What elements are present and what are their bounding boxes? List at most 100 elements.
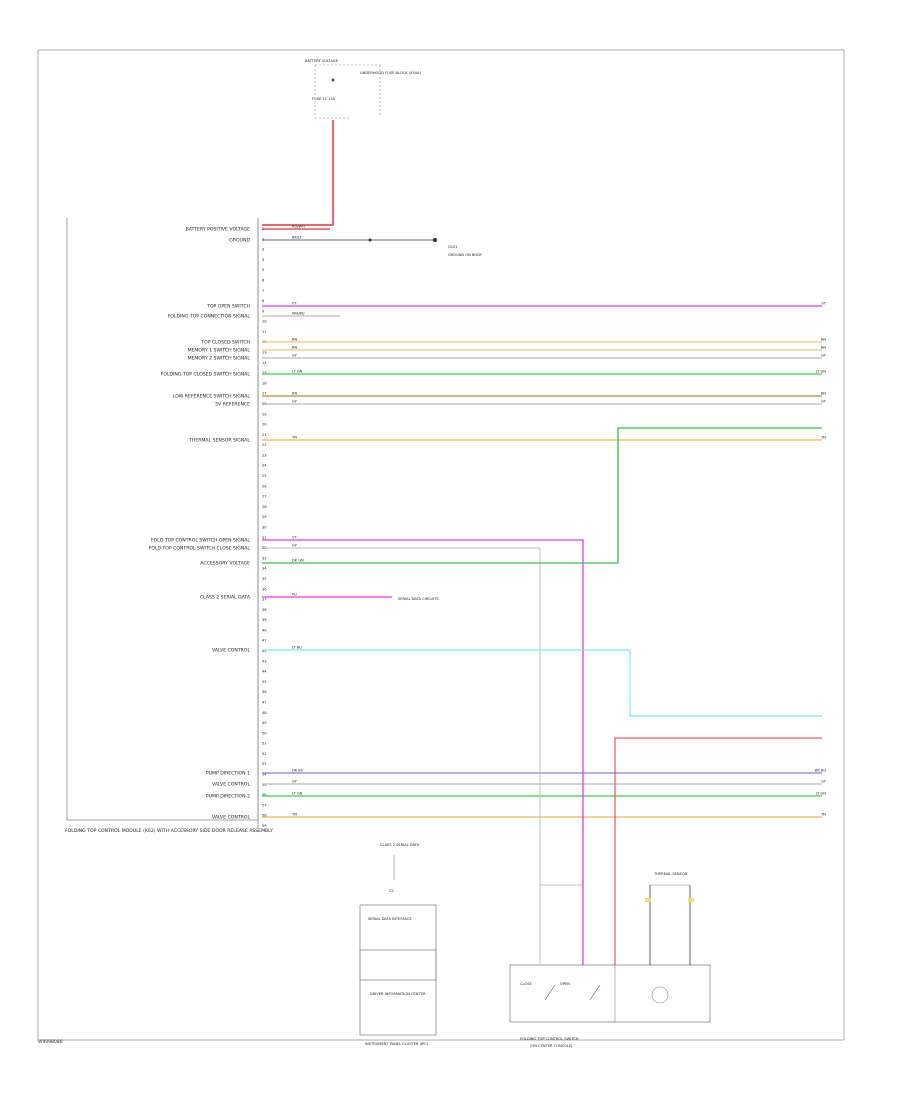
pin-number: 3 xyxy=(262,248,264,252)
circuit-label: MEMORY 1 SWITCH SIGNAL xyxy=(188,348,251,354)
pin-number: 30 xyxy=(262,526,267,530)
pin-number: 10 xyxy=(262,320,267,324)
pin-number: 27 xyxy=(262,495,267,499)
wire-color-code: LT GN xyxy=(292,792,303,796)
pin-number: 15 xyxy=(262,371,267,375)
instrument-cluster: CLASS 2 SERIAL DATA C2 SERIAL DATA INTER… xyxy=(359,843,437,1046)
pin-number: 51 xyxy=(262,742,267,746)
pin-number: 57 xyxy=(262,803,267,807)
pin-number: 8 xyxy=(262,299,265,303)
circuit-wires xyxy=(262,228,822,818)
circuit-label: CLASS 2 SERIAL DATA xyxy=(200,595,251,601)
switch-wire-gray xyxy=(262,547,541,965)
ground-note: GROUND ON BODY xyxy=(448,253,483,257)
pin-number: 54 xyxy=(262,773,267,777)
wire-color-code: BN xyxy=(292,346,297,350)
pin-number: 38 xyxy=(262,608,267,612)
pin-number: 55 xyxy=(262,783,267,787)
pin-number: 9 xyxy=(262,309,265,313)
switch-panel-sub: (ON CENTER CONSOLE) xyxy=(530,1044,573,1048)
circuit-label: GROUND xyxy=(229,238,250,244)
circuit-label: MEMORY 2 SWITCH SIGNAL xyxy=(188,356,251,362)
pin-number: 7 xyxy=(262,289,264,293)
pin-number: 43 xyxy=(262,659,267,663)
circuit-label: FOLDING TOP CLOSED SWITCH SIGNAL xyxy=(161,372,251,378)
wire-color-code-right: TN xyxy=(820,436,826,440)
ipc-top-label: CLASS 2 SERIAL DATA xyxy=(380,843,420,847)
circuit-label: VALVE CONTROL xyxy=(212,815,250,821)
circuit-label: VALVE CONTROL xyxy=(212,648,250,654)
pin-number: 59 xyxy=(262,824,267,828)
pin-number: 47 xyxy=(262,700,267,704)
wire-color-code-right: LT GN xyxy=(816,792,827,796)
pin-number: 29 xyxy=(262,515,267,519)
wire-color-code: LT GN xyxy=(292,370,303,374)
pin-number: 24 xyxy=(262,464,267,468)
wire-color-code-right: GY xyxy=(821,400,827,404)
pin-number: 52 xyxy=(262,752,267,756)
circuit-label: FOLD TOP CONTROL SWITCH OPEN SIGNAL xyxy=(151,538,250,544)
switch-close-label: CLOSE xyxy=(520,982,532,986)
circuit-label: TOP CLOSED SWITCH xyxy=(200,340,250,346)
pin-number: 22 xyxy=(262,443,267,447)
wire-color-code: BK/LT xyxy=(292,236,303,240)
pin-number: 13 xyxy=(262,351,267,355)
wire-color-code-right: TN xyxy=(820,813,826,817)
pin-number: 5 xyxy=(262,268,264,272)
thermal-sensor-label: THERMAL SENSOR xyxy=(653,872,688,876)
pin-number: 6 xyxy=(262,278,265,282)
pin-number: 28 xyxy=(262,505,267,509)
pin-number: 17 xyxy=(262,392,267,396)
ipc-box-label: SERIAL DATA INTERFACE xyxy=(368,917,412,921)
connector-pins: 1234567891011121314151617181920212223242… xyxy=(262,227,267,828)
wire-color-code-right: BN xyxy=(821,392,826,396)
circuit-labels: BATTERY POSITIVE VOLTAGE RD/WH GROUND BK/LT… xyxy=(149,225,827,821)
wire-color-code: GY xyxy=(292,780,298,784)
ipc-connector: C2 xyxy=(389,889,394,893)
wire-color-code: DK BU xyxy=(292,769,304,773)
pin-number: 42 xyxy=(262,649,267,653)
pin-number: 49 xyxy=(262,721,267,725)
circuit-label: THERMAL SENSOR SIGNAL xyxy=(188,438,250,444)
diagram-code: W9098086 xyxy=(38,1040,63,1045)
pin-number: 58 xyxy=(262,814,267,818)
circuit-label: TOP OPEN SWITCH xyxy=(206,304,250,310)
pin-number: 50 xyxy=(262,731,267,735)
wire-color-code-right: VT xyxy=(821,302,826,306)
folding-top-switch-panel: CLOSE OPEN FOLDING TOP CONTROL SWITCH (O… xyxy=(509,964,711,1048)
pin-number: 48 xyxy=(262,711,267,715)
valve-control-wire xyxy=(262,649,822,717)
circuit-label: PUMP DIRECTION 1 xyxy=(206,771,250,777)
switch-wire-violet xyxy=(262,539,584,965)
circuit-label: PUMP DIRECTION 2 xyxy=(206,794,250,800)
pin-number: 39 xyxy=(262,618,267,622)
pin-number: 23 xyxy=(262,453,267,457)
wire-color-code: GY xyxy=(292,544,298,548)
pin-number: 37 xyxy=(262,598,267,602)
circuit-label: FOLD TOP CONTROL SWITCH CLOSE SIGNAL xyxy=(149,546,251,552)
wire-color-code-right: GY xyxy=(821,354,827,358)
pin-number: 36 xyxy=(262,587,267,591)
wire-color-code: RD/WH xyxy=(292,225,305,229)
pin-number: 56 xyxy=(262,793,267,797)
circuit-label: BATTERY POSITIVE VOLTAGE xyxy=(186,227,251,233)
ipc-name: INSTRUMENT PANEL CLUSTER (IPC) xyxy=(365,1042,429,1046)
pin-number: 34 xyxy=(262,567,267,571)
pin-number: 19 xyxy=(262,412,267,416)
wire-color-code-right: DK BU xyxy=(815,769,827,773)
pin-number: 11 xyxy=(262,330,267,334)
wire-color-code: GY xyxy=(292,354,298,358)
circuit-label: LOW REFERENCE SWITCH SIGNAL xyxy=(173,394,251,400)
switch-open-label: OPEN xyxy=(560,982,570,986)
circuit-label: FOLDING TOP CONNECTION SIGNAL xyxy=(168,314,251,320)
switch-panel-name: FOLDING TOP CONTROL SWITCH xyxy=(520,1037,579,1041)
wire-color-code: GY xyxy=(292,400,298,404)
battery-voltage-label: BATTERY VOLTAGE xyxy=(305,59,339,63)
pin-number: 46 xyxy=(262,690,267,694)
wire-color-code: BN xyxy=(292,338,297,342)
pin-number: 35 xyxy=(262,577,267,581)
wire-color-code: DK GN xyxy=(292,559,304,563)
wire-color-code: PU xyxy=(292,593,297,597)
pin-number: 26 xyxy=(262,484,267,488)
